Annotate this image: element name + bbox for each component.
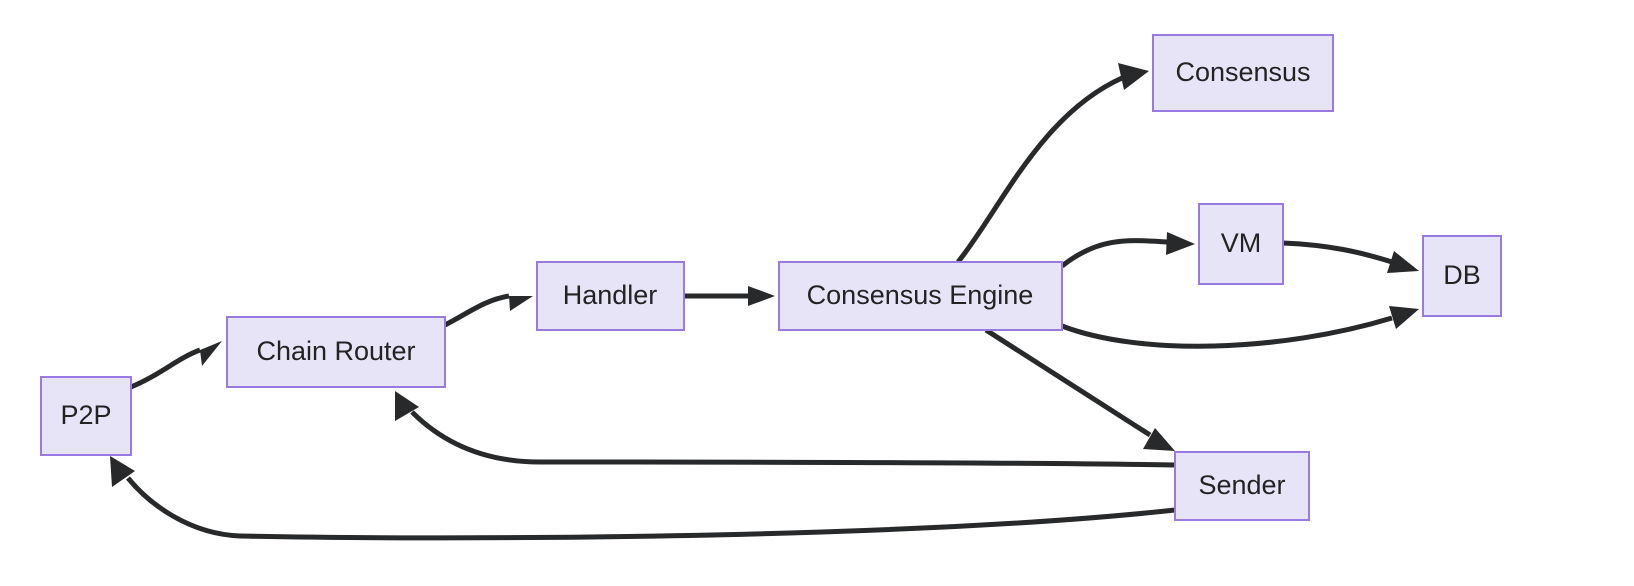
edge-path [984, 327, 1152, 438]
edge-sender-to-chain-router [395, 391, 1176, 468]
node-p2p[interactable]: P2P [40, 376, 132, 456]
node-consensus[interactable]: Consensus [1152, 34, 1334, 112]
arrowhead-icon [395, 391, 419, 421]
node-box[interactable] [1174, 451, 1310, 521]
edge-vm-to-db [1282, 240, 1419, 273]
arrowhead-icon [1118, 63, 1149, 90]
node-box[interactable] [1198, 203, 1284, 285]
node-box[interactable] [1422, 235, 1502, 317]
edge-path [130, 347, 201, 390]
edge-path [126, 476, 1176, 541]
node-box[interactable] [40, 376, 132, 456]
edge-path [410, 410, 1176, 468]
edge-path [956, 75, 1124, 264]
edge-chain-router-to-handler [443, 293, 533, 328]
edge-handler-to-consensus-engine [684, 286, 775, 306]
edge-consensus-engine-to-db [1061, 306, 1419, 349]
edges-layer [110, 63, 1419, 541]
edge-p2p-to-chain-router [130, 341, 222, 390]
arrowhead-icon [748, 286, 775, 306]
arrowhead-icon [1166, 232, 1195, 255]
edge-consensus-engine-to-vm [1060, 232, 1195, 268]
node-vm[interactable]: VM [1198, 203, 1284, 285]
arrowhead-icon [200, 341, 222, 366]
node-box[interactable] [778, 261, 1063, 331]
node-sender[interactable]: Sender [1174, 451, 1310, 521]
node-consensus-engine[interactable]: Consensus Engine [778, 261, 1063, 331]
node-handler[interactable]: Handler [536, 261, 685, 331]
node-box[interactable] [226, 316, 446, 388]
edge-path [1061, 315, 1393, 349]
nodes-layer: P2P Chain Router Handler Consensus Engin… [40, 34, 1502, 521]
node-box[interactable] [536, 261, 685, 331]
arrowhead-icon [1389, 306, 1419, 329]
edge-consensus-engine-to-consensus [956, 63, 1149, 264]
edge-path [443, 293, 510, 328]
edge-path [1060, 238, 1169, 268]
edge-path [1282, 240, 1393, 265]
arrowhead-icon [509, 296, 533, 311]
node-chain-router[interactable]: Chain Router [226, 316, 446, 388]
edge-consensus-engine-to-sender [984, 327, 1175, 451]
arrowhead-icon [1387, 251, 1419, 273]
arrowhead-icon [1143, 428, 1175, 451]
node-db[interactable]: DB [1422, 235, 1502, 317]
edge-sender-to-p2p [110, 456, 1176, 541]
node-box[interactable] [1152, 34, 1334, 112]
arrowhead-icon [110, 456, 135, 487]
